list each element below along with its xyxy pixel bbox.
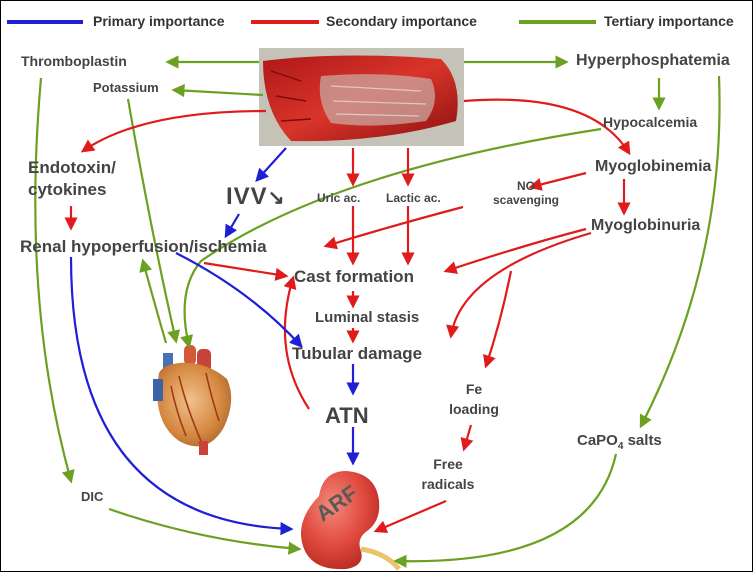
arrow-fe-free [460,424,474,452]
arrow-free-arf [373,499,447,533]
node-myoglobinemia: Myoglobinemia [595,158,712,175]
node-potassium: Potassium [93,80,159,95]
node-cast-formation: Cast formation [294,267,414,286]
legend-tertiary-label: Tertiary importance [604,13,734,29]
node-capo4-salts: CaPO4 salts [577,432,662,452]
node-renal-hypoperfusion: Renal hypoperfusion/ischemia [20,237,267,256]
node-free-line1: Free [433,456,463,472]
node-fe-line2: loading [449,401,499,417]
node-no-scavenging: NO scavenging [491,179,561,207]
primary-arrows [69,147,360,536]
node-endotoxin-line2: cytokines [28,180,107,199]
arrow-muscle-endotoxin [80,109,267,153]
arrow-myoglobinuria-tubular [446,231,592,339]
node-fe-loading: Fe loading [449,379,499,419]
node-dic: DIC [81,489,104,504]
capo4-main: CaPO [577,432,618,449]
node-no-scavenging-line2: scavenging [492,193,560,207]
arrow-muscle-myoglobinemia [463,98,631,156]
node-hyperphosphatemia: Hyperphosphatemia [576,52,730,69]
arrow-muscle-ivv [255,147,287,182]
arrow-dic-arf [108,507,302,555]
arrow-myoglobinemia-no [528,171,587,191]
heart-illustration [153,345,232,455]
arrow-potassium-heart [126,98,181,344]
arrow-atn-cast [283,275,310,410]
node-lactic-acid: Lactic ac. [386,191,441,205]
node-atn: ATN [325,403,369,428]
arrow-muscle-potassium [171,84,264,98]
secondary-arrows [64,98,631,533]
arrow-hypocalcemia-heart [180,127,602,349]
node-ivv-label: IVV [226,183,268,210]
node-endotoxin-line1: Endotoxin/ [28,158,116,177]
node-myoglobinuria: Myoglobinuria [591,217,701,234]
arrow-renal-tubular [175,252,303,348]
arrow-no-renal [323,205,464,250]
node-free-radicals: Free radicals [415,454,481,494]
node-endotoxin-cytokines: Endotoxin/ cytokines [28,157,116,201]
node-uric-acid: Uric ac. [317,191,361,205]
legend-primary-label: Primary importance [93,13,225,29]
capo4-subscript: 4 [617,441,624,452]
arrow-renal-cast [203,261,289,281]
node-luminal-stasis: Luminal stasis [315,309,420,326]
arrow-hyperphos-capo4 [639,75,721,429]
node-tubular-damage: Tubular damage [292,344,423,363]
tertiary-arrows [34,55,721,568]
arrow-renal-arf [69,256,294,536]
arrow-myoglobinuria-fe [483,270,513,369]
capo4-rest: salts [623,432,662,449]
node-no-scavenging-line1: NO [517,179,535,193]
arrow-capo4-arf [393,453,618,568]
node-hypocalcemia: Hypocalcemia [603,114,698,130]
node-free-line2: radicals [421,476,475,492]
arrow-myoglobinuria-cast [443,227,587,274]
node-fe-line1: Fe [465,381,483,397]
arrow-thromboplastin-dic [34,77,75,484]
arrow-ivv-renal [224,213,240,239]
node-thromboplastin: Thromboplastin [21,53,127,69]
muscle-injury-photo [259,48,464,146]
node-ivv: IVV↘ [226,183,285,211]
ivv-decrease-icon: ↘ [267,187,286,209]
legend-secondary-label: Secondary importance [326,13,477,29]
arrow-heart-renal [139,258,168,344]
